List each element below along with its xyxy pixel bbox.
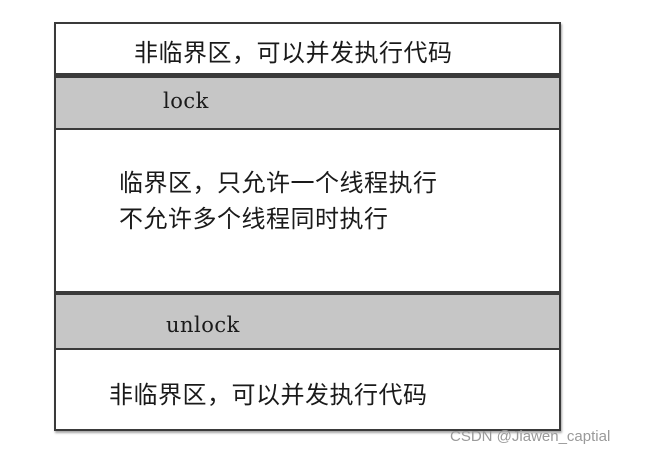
lock-label: lock [163, 89, 209, 113]
non-critical-section-top: 非临界区，可以并发执行代码 [56, 24, 559, 75]
lock-diagram: 非临界区，可以并发执行代码 lock 临界区，只允许一个线程执行 不允许多个线程… [54, 22, 561, 431]
unlock-label: unlock [166, 313, 240, 337]
critical-section: 临界区，只允许一个线程执行 不允许多个线程同时执行 [56, 130, 559, 292]
unlock-band: unlock [56, 292, 559, 350]
critical-section-line-1: 临界区，只允许一个线程执行 [119, 169, 438, 197]
non-critical-section-top-label: 非临界区，可以并发执行代码 [134, 39, 453, 67]
watermark: CSDN @Jiawen_captial [450, 428, 611, 445]
non-critical-section-bottom: 非临界区，可以并发执行代码 [56, 350, 559, 429]
lock-band: lock [56, 75, 559, 130]
non-critical-section-bottom-label: 非临界区，可以并发执行代码 [109, 381, 428, 409]
critical-section-line-2: 不允许多个线程同时执行 [119, 205, 389, 233]
